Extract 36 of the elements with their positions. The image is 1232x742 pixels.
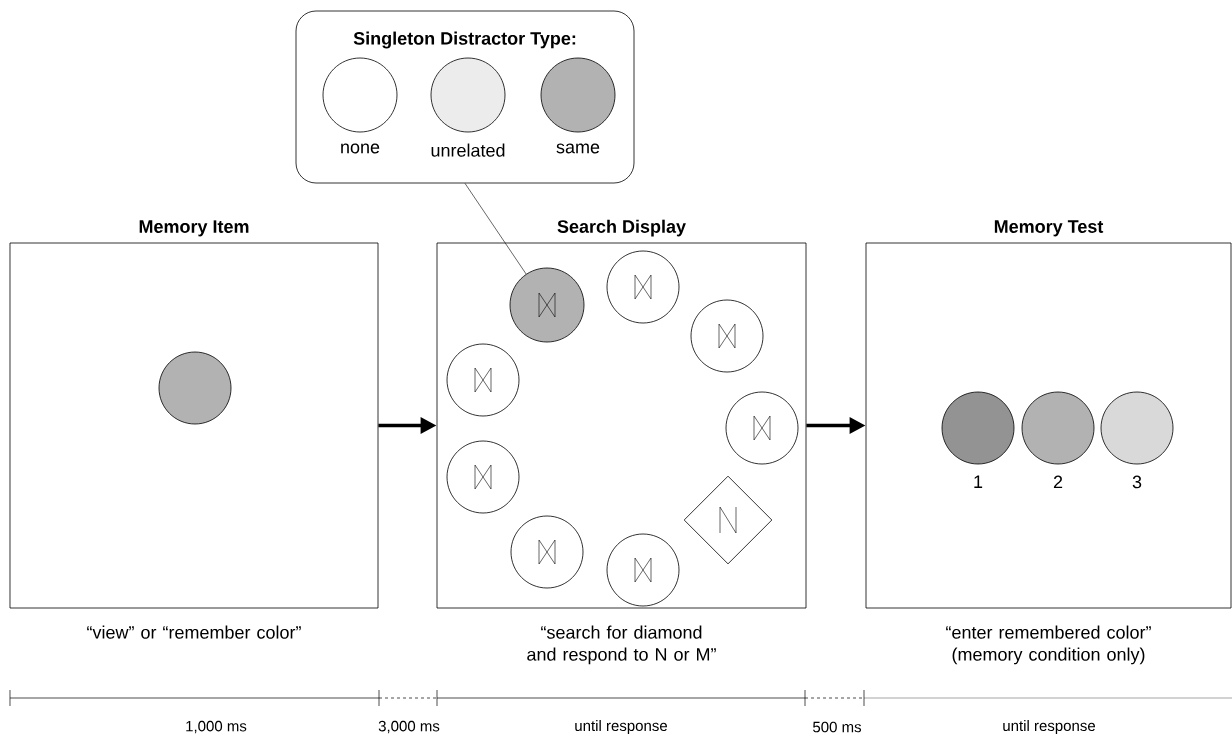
caption-text: “view” or “remember color” xyxy=(87,625,301,639)
duration-label: 1,000 ms xyxy=(186,720,247,734)
display-panel: Memory Item xyxy=(9,220,379,609)
legend-circle xyxy=(430,57,506,133)
legend-circle xyxy=(322,57,398,133)
leader-line xyxy=(464,183,527,275)
stimulus-circle xyxy=(725,391,799,465)
color-circle xyxy=(1100,391,1174,465)
memory-circle xyxy=(158,351,232,425)
legend-circle xyxy=(540,57,616,133)
circle-label: unrelated xyxy=(431,143,505,157)
circle-label: 1 xyxy=(974,475,983,488)
node-label: Search Display xyxy=(557,219,686,237)
stimulus-circle xyxy=(446,343,520,417)
duration-label: 500 ms xyxy=(813,721,862,733)
circle-label: none xyxy=(341,143,380,154)
stimulus-circle xyxy=(510,515,584,589)
duration-label: until response xyxy=(1003,720,1095,734)
caption-text: “enter remembered color” (memory condition only) xyxy=(946,625,1151,665)
display-panel: Search Display xyxy=(436,219,807,609)
circle-label: 3 xyxy=(1132,475,1142,489)
node-label: Memory Item xyxy=(139,220,249,237)
stimulus-circle xyxy=(690,299,764,373)
caption-text: “search for diamond and respond to N or M” xyxy=(527,625,716,665)
stimulus-circle xyxy=(606,533,680,607)
duration-label: until response xyxy=(575,720,667,734)
stimulus-circle xyxy=(446,440,520,514)
node-label: Memory Test xyxy=(994,220,1104,237)
stimulus-circle xyxy=(509,267,585,343)
duration-label: 3,000 ms xyxy=(378,720,440,734)
circle-label: 2 xyxy=(1053,475,1063,489)
stimulus-circle xyxy=(606,250,680,324)
color-circle xyxy=(941,391,1015,465)
color-circle xyxy=(1021,391,1095,465)
stimulus-diamond xyxy=(683,475,773,565)
circle-label: same xyxy=(556,143,600,154)
